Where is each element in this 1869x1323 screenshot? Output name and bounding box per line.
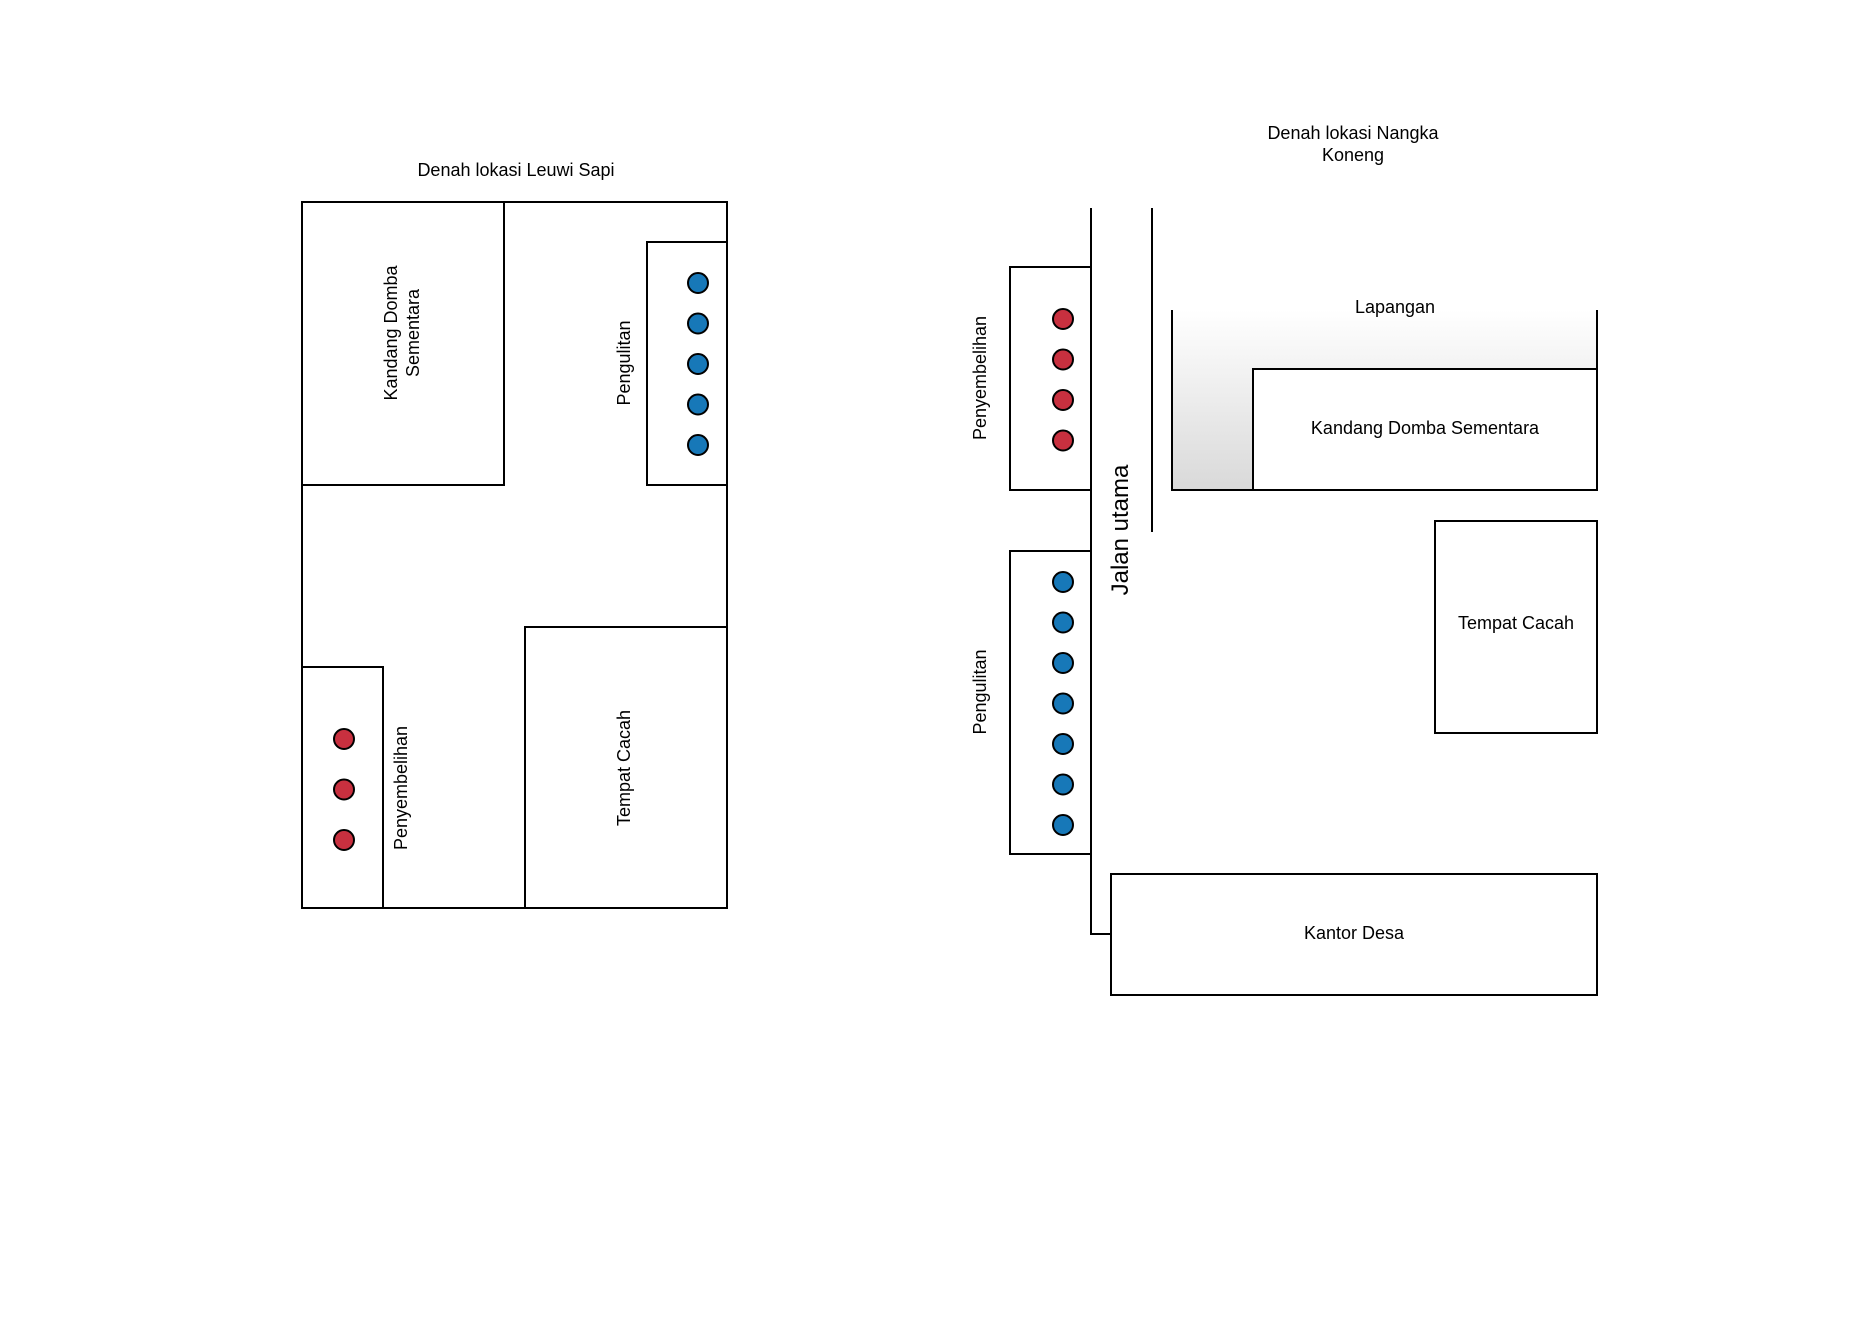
nangka-blue-marker-2 <box>1052 611 1074 634</box>
leuwi-pengulitan-room <box>646 241 728 486</box>
leuwi-tempat-cacah-room <box>524 626 728 909</box>
leuwi-pengulitan-label: Pengulitan <box>614 320 634 405</box>
nangka-red-marker-2 <box>1052 348 1074 371</box>
leuwi-sapi-outer-boundary <box>301 201 728 909</box>
leuwi-kandang-label-line2: Sementara <box>403 288 423 377</box>
nangka-blue-marker-5 <box>1052 733 1074 755</box>
nangka-blue-marker-1 <box>1052 571 1074 593</box>
leuwi-red-marker-3 <box>333 829 355 851</box>
nangka-red-marker-4 <box>1052 429 1074 452</box>
nangka-tempat-cacah-label: Tempat Cacah <box>1458 613 1574 633</box>
nangka-tempat-cacah-room <box>1434 520 1598 734</box>
nangka-penyembelihan-label: Penyembelihan <box>970 316 990 440</box>
leuwi-red-marker-1 <box>333 728 355 750</box>
leuwi-penyembelihan-label: Penyembelihan <box>391 726 411 850</box>
leuwi-blue-marker-4 <box>687 393 709 416</box>
leuwi-blue-markers <box>687 272 709 456</box>
lapangan-label: Lapangan <box>1355 297 1435 317</box>
jalan-utama-label: Jalan utama <box>1107 464 1134 595</box>
leuwi-red-markers <box>333 728 355 851</box>
nangka-pengulitan-room <box>1009 550 1092 855</box>
nangka-kandang-label: Kandang Domba Sementara <box>1311 418 1540 438</box>
nangka-blue-marker-7 <box>1052 814 1074 836</box>
lapangan-area <box>1172 310 1597 490</box>
leuwi-sapi-plan: Denah lokasi Leuwi Sapi Kandang Domba Se… <box>301 160 728 909</box>
leuwi-blue-marker-5 <box>687 434 709 456</box>
leuwi-penyembelihan-room <box>301 666 384 909</box>
nangka-koneng-plan: Denah lokasi Nangka Koneng Jalan utama L… <box>970 123 1598 996</box>
nangka-blue-marker-3 <box>1052 652 1074 674</box>
leuwi-tempat-cacah-label: Tempat Cacah <box>614 710 634 826</box>
leuwi-blue-marker-1 <box>687 272 709 294</box>
leuwi-blue-marker-2 <box>687 312 709 335</box>
leuwi-kandang-label-line1: Kandang Domba <box>381 264 401 400</box>
nangka-title-line1: Denah lokasi Nangka <box>1267 123 1439 143</box>
leuwi-red-marker-2 <box>333 778 355 801</box>
nangka-blue-marker-6 <box>1052 773 1074 796</box>
nangka-red-marker-3 <box>1052 389 1074 411</box>
nangka-red-marker-1 <box>1052 308 1074 330</box>
nangka-blue-markers <box>1052 571 1074 836</box>
nangka-red-markers <box>1052 308 1074 452</box>
nangka-kandang-room <box>1252 368 1598 491</box>
kantor-desa-label: Kantor Desa <box>1304 923 1405 943</box>
leuwi-blue-marker-3 <box>687 353 709 375</box>
nangka-penyembelihan-room <box>1009 266 1092 491</box>
kantor-desa-room <box>1110 873 1598 996</box>
nangka-blue-marker-4 <box>1052 692 1074 715</box>
nangka-pengulitan-label: Pengulitan <box>970 649 990 734</box>
leuwi-kandang-room <box>301 201 505 486</box>
nangka-title-line2: Koneng <box>1322 145 1384 165</box>
leuwi-sapi-title: Denah lokasi Leuwi Sapi <box>417 160 614 180</box>
